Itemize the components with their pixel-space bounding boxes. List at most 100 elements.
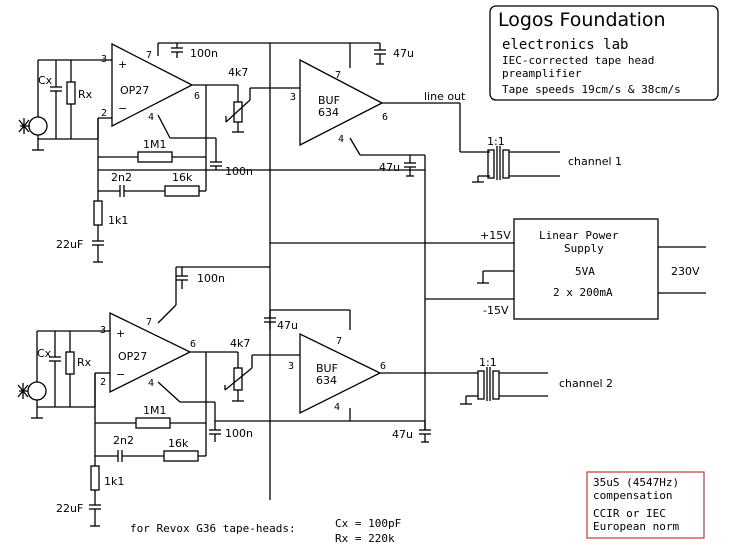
r16k-resistor-1 [164, 185, 200, 197]
op27-amplifier-2 [109, 311, 192, 394]
cx-label-2: Cx [37, 347, 52, 360]
op27-2-minus: − [116, 368, 125, 381]
buf-2-number: 634 [316, 374, 337, 387]
info-box [489, 5, 719, 101]
op27-1-pin7: 7 [146, 50, 152, 61]
buf634-buffer-1 [299, 58, 384, 147]
buf-1-pin7: 7 [335, 70, 341, 81]
comp-line-3: CCIR or IEC [593, 507, 666, 520]
c47u-label-2: 47u [379, 161, 400, 174]
op27-1-pin2: 2 [101, 108, 107, 119]
c100n-label-4: 100n [225, 427, 253, 440]
rx-resistor-1 [66, 60, 76, 139]
comp-line-4: European norm [593, 520, 679, 533]
neg-rail-label: -15V [483, 304, 509, 317]
cx-capacitor-2 [49, 331, 61, 407]
c2n2-label-1: 2n2 [111, 171, 132, 184]
c22uf-label-2: 22uF [56, 502, 83, 515]
tape-head-1 [18, 116, 48, 136]
transformer-1 [487, 146, 510, 180]
r1k1-resistor-2 [90, 465, 100, 491]
buf-2-pin3: 3 [288, 361, 294, 372]
footer-note: for Revox G36 tape-heads: [130, 522, 296, 535]
r1k1-resistor-1 [93, 200, 103, 226]
c47u-label-4: 47u [392, 428, 413, 441]
buf-2-pin7: 7 [336, 336, 342, 347]
op27-2-label: OP27 [118, 350, 147, 363]
footer-cx-value: Cx = 100pF [335, 517, 401, 530]
tape-head-2 [17, 381, 47, 401]
c2n2-label-2: 2n2 [113, 434, 134, 447]
r16k-label-2: 16k [168, 437, 189, 450]
buf-1-label: BUF [318, 94, 340, 107]
rx-resistor-2 [65, 331, 75, 407]
psu-current: 2 x 200mA [553, 286, 613, 299]
rx-label-1: Rx [78, 88, 93, 101]
footer-rx-value: Rx = 220k [335, 532, 395, 545]
op27-2-pin7: 7 [146, 317, 152, 328]
buf-2-pin6: 6 [380, 361, 386, 372]
rx-label-2: Rx [77, 356, 92, 369]
buf-1-pin6: 6 [382, 112, 388, 123]
psu-title-line1: Linear Power [539, 229, 619, 242]
op27-2-pin6: 6 [190, 339, 196, 350]
transformer-2-ratio: 1:1 [479, 356, 497, 369]
r1m1-label-2: 1M1 [143, 404, 167, 417]
compensation-box [586, 471, 705, 539]
info-line-3: Tape speeds 19cm/s & 38cm/s [502, 83, 681, 96]
op27-2-plus: + [116, 327, 125, 340]
pot-4k7-1 [233, 101, 243, 123]
cx-label-1: Cx [38, 74, 53, 87]
r1m1-resistor-1 [137, 151, 173, 163]
op27-2-pin2: 2 [100, 377, 106, 388]
buf-1-pin3: 3 [290, 92, 296, 103]
line-out-label: line out [424, 90, 466, 103]
c100n-label-2: 100n [225, 165, 253, 178]
pos-rail-label: +15V [480, 229, 511, 242]
info-title: Logos Foundation [498, 9, 666, 31]
r1k1-label-2: 1k1 [104, 475, 124, 488]
buf-2-pin4: 4 [334, 402, 340, 413]
op27-1-label: OP27 [120, 84, 149, 97]
channel-2-label: channel 2 [559, 377, 613, 390]
power-supply-box [513, 218, 659, 320]
c22uf-label-1: 22uF [56, 238, 83, 251]
comp-line-1: 35uS (4547Hz) [593, 476, 679, 489]
c47u-label-1: 47u [393, 47, 414, 60]
info-line-2: preamplifier [502, 67, 582, 80]
channel-1-label: channel 1 [568, 155, 622, 168]
psu-power: 5VA [575, 265, 595, 278]
transformer-2 [477, 367, 500, 401]
buf-2-label: BUF [316, 362, 338, 375]
r1k1-label-1: 1k1 [108, 214, 128, 227]
mains-label: 230V [671, 265, 700, 278]
op27-1-pin3: 3 [101, 54, 107, 65]
r16k-resistor-2 [163, 450, 199, 462]
op27-amplifier-1 [111, 42, 194, 128]
c47u-label-3: 47u [277, 319, 298, 332]
buf-1-number: 634 [318, 106, 339, 119]
op27-1-pin4: 4 [148, 112, 154, 123]
r1m1-label-1: 1M1 [143, 138, 167, 151]
c100n-label-1: 100n [190, 47, 218, 60]
op27-1-minus: − [118, 102, 127, 115]
info-line-1: IEC-corrected tape head [502, 54, 654, 67]
op27-2-pin4: 4 [148, 378, 154, 389]
r4k7-label-1: 4k7 [228, 66, 248, 79]
r4k7-label-2: 4k7 [230, 337, 250, 350]
c100n-label-3: 100n [197, 272, 225, 285]
transformer-1-ratio: 1:1 [487, 135, 505, 148]
op27-2-pin3: 3 [100, 325, 106, 336]
r1m1-resistor-2 [135, 417, 171, 429]
cx-capacitor-1 [50, 60, 62, 139]
op27-1-plus: + [118, 58, 127, 71]
comp-line-2: compensation [593, 489, 672, 502]
buf-1-pin4: 4 [338, 134, 344, 145]
psu-title-line2: Supply [564, 242, 604, 255]
r16k-label-1: 16k [172, 171, 193, 184]
op27-1-pin6: 6 [194, 91, 200, 102]
buf634-buffer-2 [299, 332, 382, 415]
info-subtitle: electronics lab [502, 37, 628, 53]
